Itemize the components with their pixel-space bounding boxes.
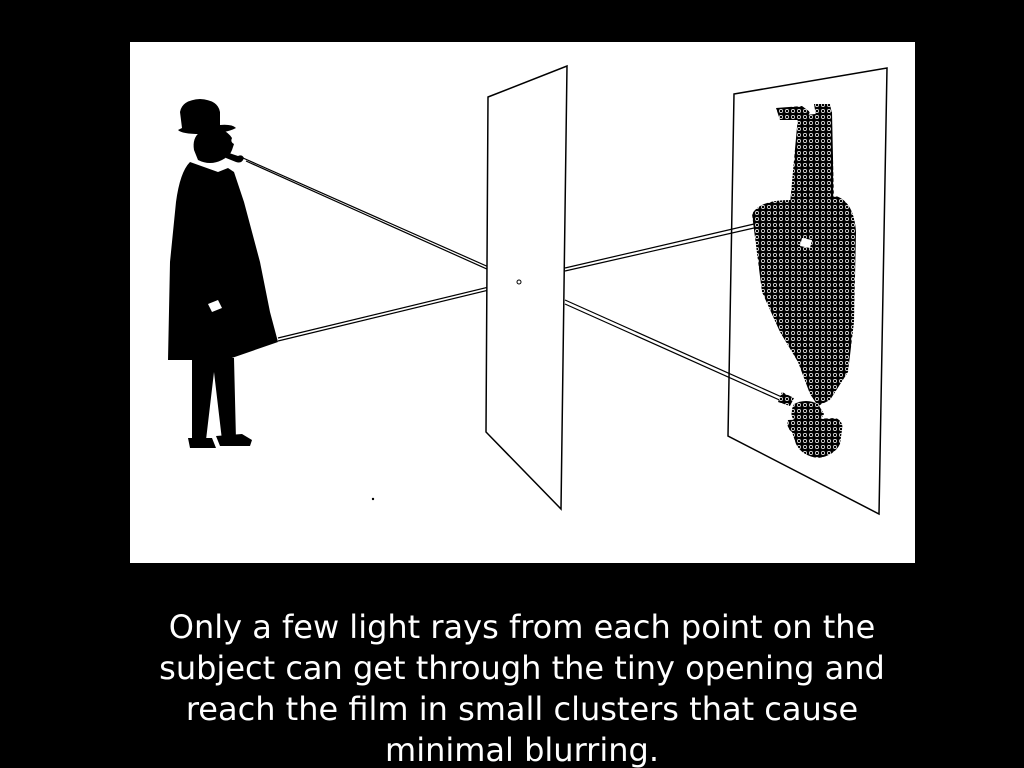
pinhole-screen <box>485 64 568 511</box>
trousers <box>192 358 236 440</box>
top-hat <box>178 99 236 134</box>
caption-text: Only a few light rays from each point on… <box>159 608 885 768</box>
pinhole-diagram <box>130 42 915 563</box>
rays-subject-to-pinhole <box>242 157 519 342</box>
subject-man <box>168 99 278 448</box>
film-plane <box>727 67 888 516</box>
coat <box>168 162 278 360</box>
head <box>193 130 234 163</box>
shoes <box>188 434 252 448</box>
inverted-image <box>752 104 856 458</box>
pipe <box>226 152 244 163</box>
pinhole <box>516 279 522 285</box>
rays-pinhole-to-film <box>564 223 785 403</box>
